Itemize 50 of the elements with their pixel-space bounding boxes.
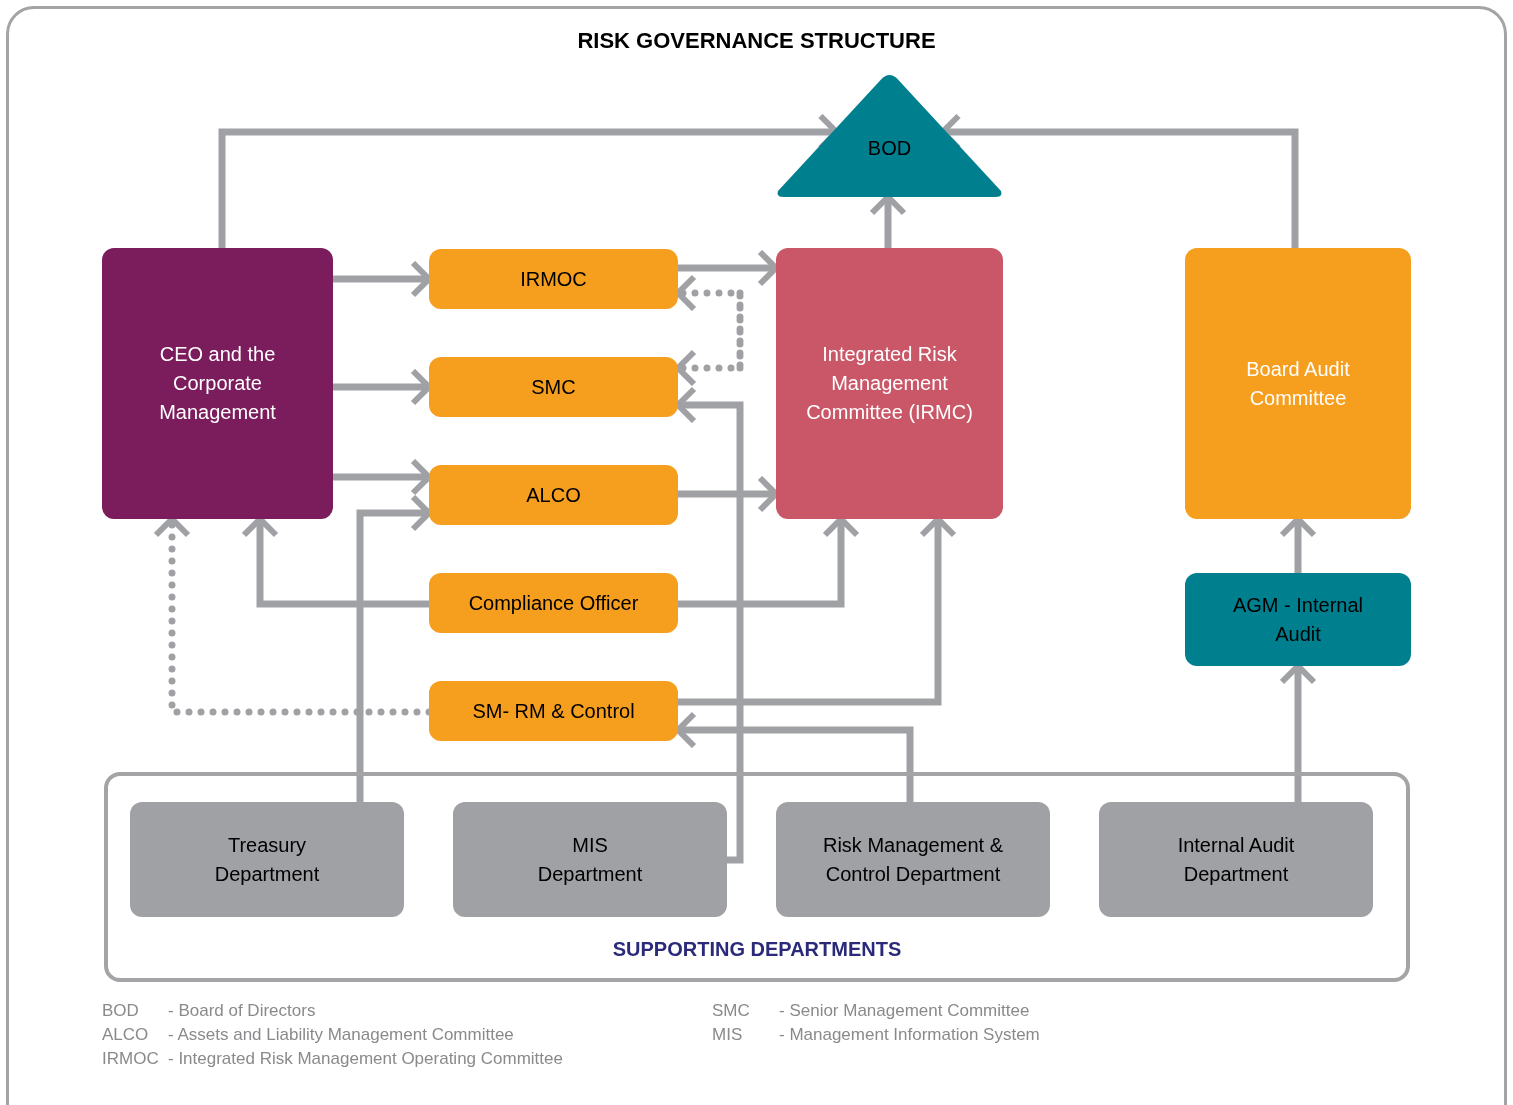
node-label: Risk Management & Control Department <box>821 832 1005 887</box>
abbreviation-note: IRMOC <box>102 1048 159 1070</box>
abbreviation-note: ALCO <box>102 1024 149 1046</box>
process-box <box>429 249 678 309</box>
node-label: Treasury Department <box>213 832 321 887</box>
node-label: Integrated Risk Management Committee (IRMC) <box>805 342 974 425</box>
arrow <box>675 711 914 802</box>
process-box <box>776 248 1003 519</box>
process-box <box>102 248 333 519</box>
group-heading: SUPPORTING DEPARTMENTS <box>612 937 902 962</box>
process-box <box>453 802 727 917</box>
arrow <box>333 458 432 496</box>
group-panel <box>104 772 1410 982</box>
process-box <box>1185 248 1411 519</box>
arrow <box>1279 663 1317 802</box>
process-box <box>1099 802 1373 917</box>
abbreviation-note: MIS <box>712 1024 743 1046</box>
triangle-node <box>776 75 1003 197</box>
abbreviation-note: - Management Information System <box>779 1024 1040 1046</box>
arrow <box>678 516 860 608</box>
process-box <box>130 802 404 917</box>
node-label: AGM - Internal Audit <box>1231 592 1364 647</box>
process-box <box>429 573 678 633</box>
arrow <box>678 516 957 706</box>
abbreviation-note: SMC <box>712 1000 750 1022</box>
abbreviation-note: - Assets and Liability Management Committee <box>168 1024 514 1046</box>
abbreviation-note: - Board of Directors <box>168 1000 316 1022</box>
arrow <box>356 494 432 802</box>
process-box <box>429 465 678 525</box>
process-box <box>1185 573 1411 666</box>
node-label: SMC <box>531 374 576 400</box>
arrow <box>1279 516 1317 573</box>
abbreviation-note: - Senior Management Committee <box>779 1000 1030 1022</box>
abbreviation-note: BOD <box>102 1000 139 1022</box>
arrow <box>675 386 744 864</box>
node-label: SM- RM & Control <box>472 698 635 724</box>
node-label: Internal Audit Department <box>1176 832 1296 887</box>
node-label: IRMOC <box>520 266 587 292</box>
node-label: ALCO <box>526 482 581 508</box>
node-label: CEO and the Corporate Management <box>158 342 277 425</box>
process-box <box>776 802 1050 917</box>
node-label: BOD <box>867 135 912 161</box>
abbreviation-note: - Integrated Risk Management Operating Committee <box>168 1048 563 1070</box>
diagram-title: RISK GOVERNANCE STRUCTURE <box>577 27 936 55</box>
arrow <box>241 516 429 608</box>
node-label: Compliance Officer <box>468 590 639 616</box>
process-box <box>429 357 678 417</box>
process-box <box>429 681 678 741</box>
node-label: MIS Department <box>536 832 644 887</box>
node-label: Board Audit Committee <box>1245 356 1351 411</box>
